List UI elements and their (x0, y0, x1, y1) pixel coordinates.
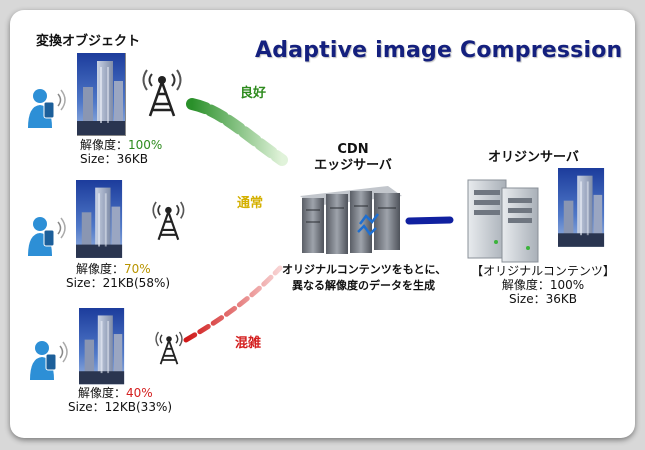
row3-info: 解像度：40% Size：12KB(33%) (68, 386, 173, 414)
quality-label-busy: 混雑 (235, 336, 262, 351)
diagram-title: Adaptive image Compression (255, 38, 623, 63)
photo-row2 (76, 180, 123, 258)
quality-label-normal: 通常 (237, 196, 264, 211)
server-rack-icon-origin (467, 179, 539, 263)
user-phone-icon-2 (27, 216, 66, 257)
link-origin (405, 216, 454, 225)
cell-tower-icon-3 (155, 331, 183, 366)
quality-label-good: 良好 (240, 86, 267, 101)
server-rack-icon-cdn (300, 186, 402, 254)
photo-origin (558, 168, 605, 247)
diagram-graphics (27, 53, 605, 385)
origin-heading: オリジンサーバ (488, 150, 579, 165)
link-good (186, 98, 288, 166)
row2-info: 解像度：70% Size：21KB(58%) (66, 262, 171, 290)
photo-row1 (77, 53, 126, 136)
cdn-label: CDN エッジサーバ (314, 142, 392, 173)
row1-info: 解像度：100% Size：36KB (80, 138, 163, 166)
diagram-panel: Adaptive image Compression 変換オブジェクト 良好 通… (10, 10, 635, 438)
object-heading: 変換オブジェクト (36, 34, 141, 49)
cell-tower-icon-1 (142, 68, 182, 118)
user-phone-icon-1 (27, 88, 66, 129)
cell-tower-icon-2 (152, 200, 185, 241)
photo-row3 (79, 308, 125, 385)
link-busy (183, 265, 283, 343)
origin-info: 【オリジナルコンテンツ】 解像度：100% Size：36KB (471, 264, 615, 306)
generation-note: オリジナルコンテンツをもとに、 異なる解像度のデータを生成 (282, 263, 447, 292)
user-phone-icon-3 (29, 340, 68, 381)
